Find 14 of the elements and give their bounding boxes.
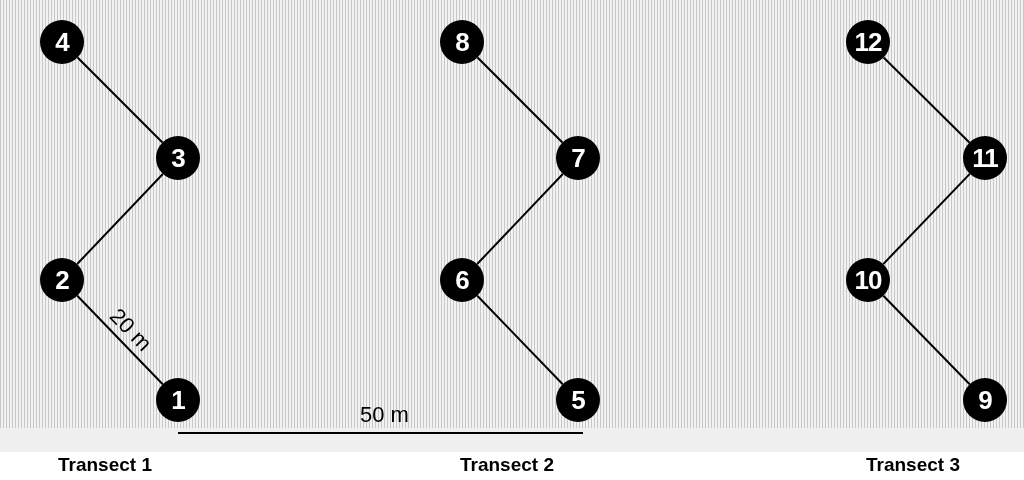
connector-line (476, 56, 564, 144)
connector-line (476, 294, 564, 386)
connector-line (882, 294, 971, 386)
connector-line (882, 172, 971, 266)
scale-label: 50 m (360, 402, 409, 428)
connector-line (476, 172, 564, 266)
transect-label: Transect 2 (460, 454, 554, 476)
transect-label: Transect 1 (58, 454, 152, 476)
connector-line (76, 294, 164, 386)
connector-line (76, 172, 164, 266)
transect-label: Transect 3 (866, 454, 960, 476)
connector-line (76, 56, 164, 144)
connector-line (882, 56, 971, 144)
edge-label: 20 m (103, 303, 157, 357)
